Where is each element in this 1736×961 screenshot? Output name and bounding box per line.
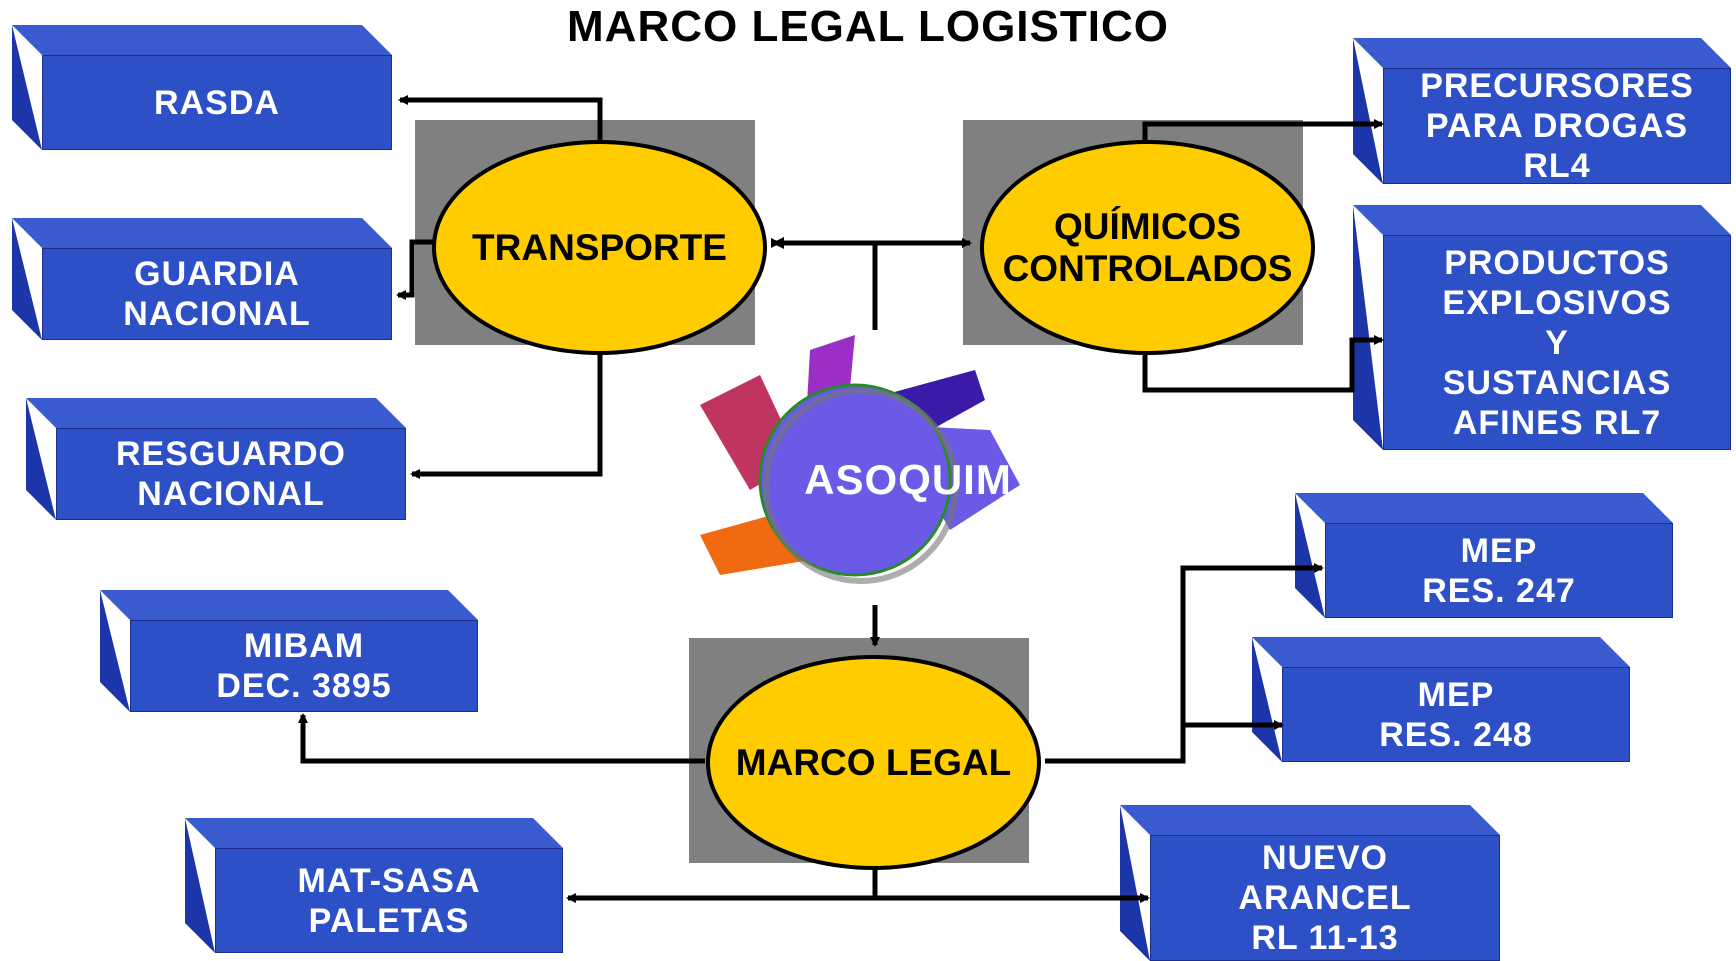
link-transporte-rasda	[398, 95, 603, 140]
box-precursores: PRECURSORES PARA DROGAS RL4	[1353, 38, 1731, 185]
asoquim-logo	[700, 335, 1020, 584]
node-transporte: TRANSPORTE	[432, 140, 767, 355]
box-guardia-nacional-label: GUARDIA NACIONAL	[123, 255, 311, 333]
asoquim-logo-text: ASOQUIM	[804, 456, 1012, 503]
box-mat-sasa: MAT-SASA PALETAS	[185, 818, 563, 953]
box-resguardo-nacional-label: RESGUARDO NACIONAL	[115, 435, 347, 513]
box-nuevo-arancel: NUEVO ARANCEL RL 11-13	[1120, 805, 1500, 961]
link-transporte-resguardo	[410, 350, 603, 479]
diagram-title: MARCO LEGAL LOGISTICO	[567, 2, 1169, 51]
link-quimicos-precursores	[1142, 119, 1384, 140]
box-nuevo-arancel-label: NUEVO ARANCEL RL 11-13	[1238, 839, 1412, 957]
box-mep-248-label: MEP RES. 248	[1379, 675, 1533, 754]
link-marco-mep	[1045, 563, 1324, 764]
node-quimicos-controlados: QUÍMICOS CONTROLADOS	[980, 140, 1315, 355]
box-rasda: RASDA	[12, 25, 392, 150]
box-mibam-label: MIBAM DEC. 3895	[216, 627, 392, 705]
box-mibam: MIBAM DEC. 3895	[100, 590, 478, 712]
box-explosivos-label: PRODUCTOS EXPLOSIVOS Y SUSTANCIAS AFINES…	[1442, 243, 1672, 442]
link-marco-mibam	[298, 713, 705, 764]
box-explosivos: PRODUCTOS EXPLOSIVOS Y SUSTANCIAS AFINES…	[1353, 205, 1731, 450]
box-mep-247: MEP RES. 247	[1295, 493, 1673, 618]
box-resguardo-nacional: RESGUARDO NACIONAL	[26, 398, 406, 520]
node-marco-legal: MARCO LEGAL	[706, 655, 1041, 870]
box-mep-248: MEP RES. 248	[1252, 637, 1630, 762]
link-transporte-guardia	[396, 239, 440, 300]
box-mep-247-label: MEP RES. 247	[1422, 531, 1576, 610]
box-mat-sasa-label: MAT-SASA PALETAS	[297, 861, 481, 940]
box-rasda-label: RASDA	[154, 83, 280, 122]
box-guardia-nacional: GUARDIA NACIONAL	[12, 218, 392, 340]
box-precursores-label: PRECURSORES PARA DROGAS RL4	[1420, 67, 1694, 185]
link-quimicos-explosivos	[1142, 335, 1384, 393]
